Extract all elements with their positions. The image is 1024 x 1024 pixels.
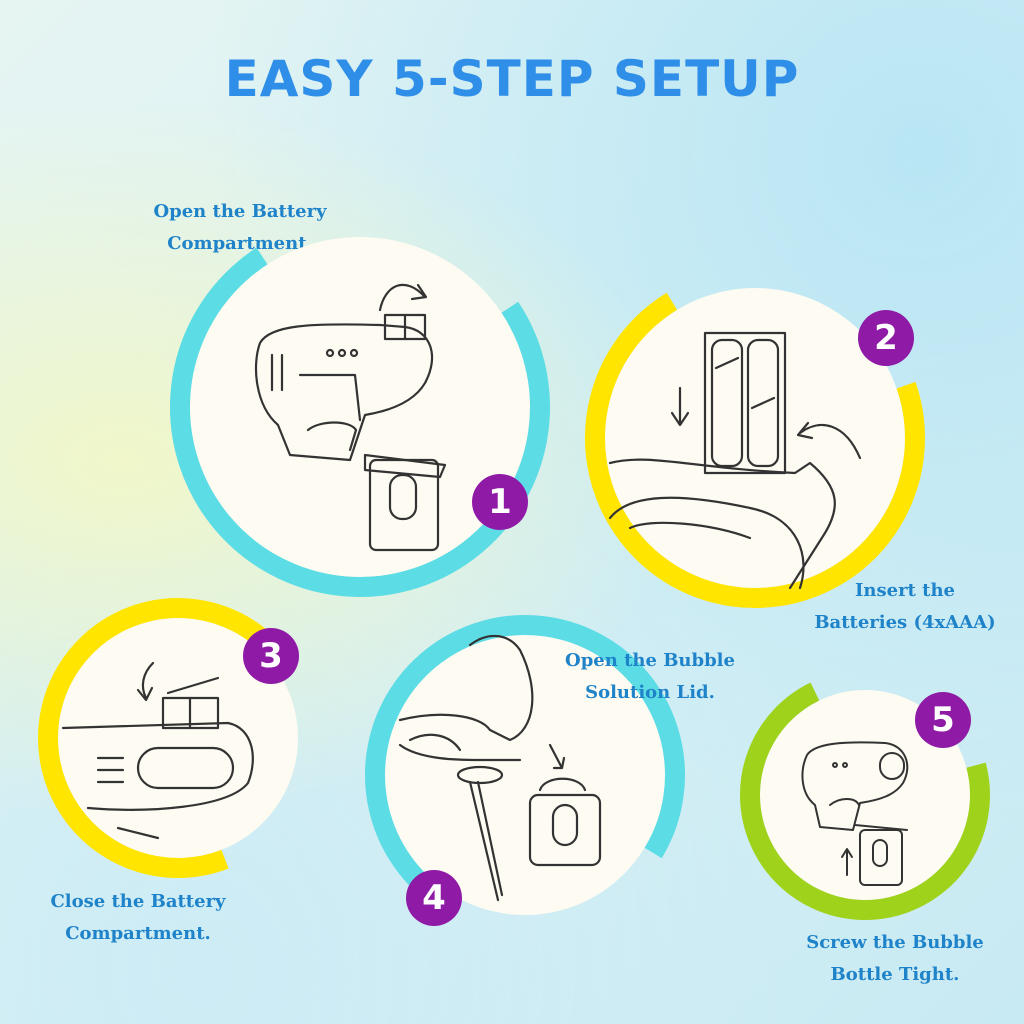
batteries-insert-icon xyxy=(608,331,862,590)
step-2-illustration xyxy=(585,258,940,618)
step-5-caption-line-1: Screw the Bubble xyxy=(806,932,984,953)
step-4-illustration xyxy=(365,610,700,940)
step-4-progress-ring xyxy=(365,615,685,935)
step-3-disc xyxy=(58,618,298,858)
step-2-progress-ring xyxy=(585,268,925,608)
step-1-illustration xyxy=(160,215,560,615)
step-4-badge: 4 xyxy=(406,870,462,926)
page-title: EASY 5-STEP SETUP xyxy=(224,50,800,108)
step-5-disc xyxy=(760,690,970,900)
step-1-caption-line-1: Open the Battery xyxy=(153,201,327,222)
step-3-caption-line-2: Compartment. xyxy=(65,923,211,944)
step-4-caption: Open the Bubble Solution Lid. xyxy=(530,645,770,709)
step-3-illustration xyxy=(28,598,328,888)
step-2-caption-line-2: Batteries (4xAAA) xyxy=(814,612,996,633)
step-2-badge: 2 xyxy=(858,310,914,366)
battery-cover-close-icon xyxy=(61,661,254,840)
step-1-badge: 1 xyxy=(472,474,528,530)
step-5-badge: 5 xyxy=(915,692,971,748)
step-3-caption: Close the Battery Compartment. xyxy=(18,886,258,950)
step-5-caption: Screw the Bubble Bottle Tight. xyxy=(780,927,1010,991)
step-5-caption-line-2: Bottle Tight. xyxy=(830,964,960,985)
bubble-solution-lid-icon xyxy=(398,634,602,902)
step-2-caption: Insert the Batteries (4xAAA) xyxy=(770,575,1024,639)
step-1-disc xyxy=(190,237,530,577)
step-1-caption: Open the Battery Compartment. xyxy=(120,196,360,260)
step-5-illustration xyxy=(735,665,995,925)
step-4-disc xyxy=(385,635,665,915)
step-4-caption-line-2: Solution Lid. xyxy=(585,682,715,703)
step-1-caption-line-2: Compartment. xyxy=(167,233,313,254)
bubble-gun-open-icon xyxy=(254,283,447,552)
step-3-caption-line-1: Close the Battery xyxy=(50,891,226,912)
step-3-badge: 3 xyxy=(243,628,299,684)
step-2-caption-line-1: Insert the xyxy=(854,580,955,601)
step-2-disc xyxy=(605,288,905,588)
step-5-progress-ring xyxy=(740,670,990,920)
bubble-bottle-screw-icon xyxy=(801,741,909,886)
step-1-progress-ring xyxy=(170,217,550,597)
step-4-caption-line-1: Open the Bubble xyxy=(565,650,735,671)
step-3-progress-ring xyxy=(38,598,318,878)
